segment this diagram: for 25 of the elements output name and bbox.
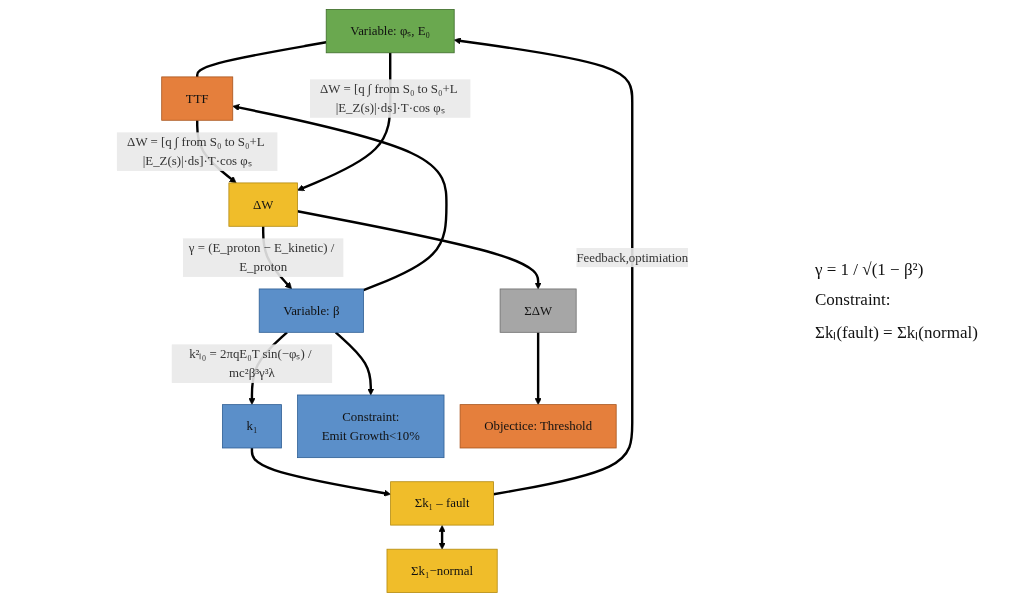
note-text: Constraint: xyxy=(815,289,892,310)
arrow xyxy=(250,448,391,497)
node-box: ΔW xyxy=(228,182,298,227)
node-box: ΣΔW xyxy=(499,288,577,333)
connector xyxy=(196,41,327,77)
node-box: Σk₁−normal xyxy=(386,548,498,593)
edge-label: ΔW = [q ∫ from S₀ to S₀+L |E_Z(s)|·ds]·T·cos φₛ xyxy=(127,134,265,168)
node-box: Constraint: Emit Growth<10% xyxy=(297,394,445,459)
arrow xyxy=(438,525,446,550)
node-box: Σk₁ – fault xyxy=(390,481,494,526)
note-text: γ = 1 / √(1 − β²) xyxy=(815,259,925,280)
node-box: Variable: φₛ, E₀ xyxy=(325,9,455,54)
note-text: Σkₗ(fault) = Σkₗ(normal) xyxy=(815,321,979,343)
edge-label: γ = (E_proton − E_kinetic) / E_proton xyxy=(188,240,335,274)
edge-label: ΔW = [q ∫ from S₀ to S₀+L |E_Z(s)|·ds]·T·cos φₛ xyxy=(320,81,458,115)
arrow xyxy=(453,37,634,496)
arrow xyxy=(297,210,542,290)
edge-label: k²ₗ₀ = 2πqE₀T sin(−φₛ) / mc²β³γ³λ xyxy=(189,346,312,380)
node-box: TTF xyxy=(161,76,234,121)
arrow xyxy=(334,331,375,396)
edge-label: Feedback,optimiation xyxy=(576,250,689,265)
node-box: Objectice: Threshold xyxy=(459,404,617,449)
node-box: k₁ xyxy=(222,404,282,449)
arrow xyxy=(534,332,542,405)
node-box: Variable: β xyxy=(258,288,364,333)
